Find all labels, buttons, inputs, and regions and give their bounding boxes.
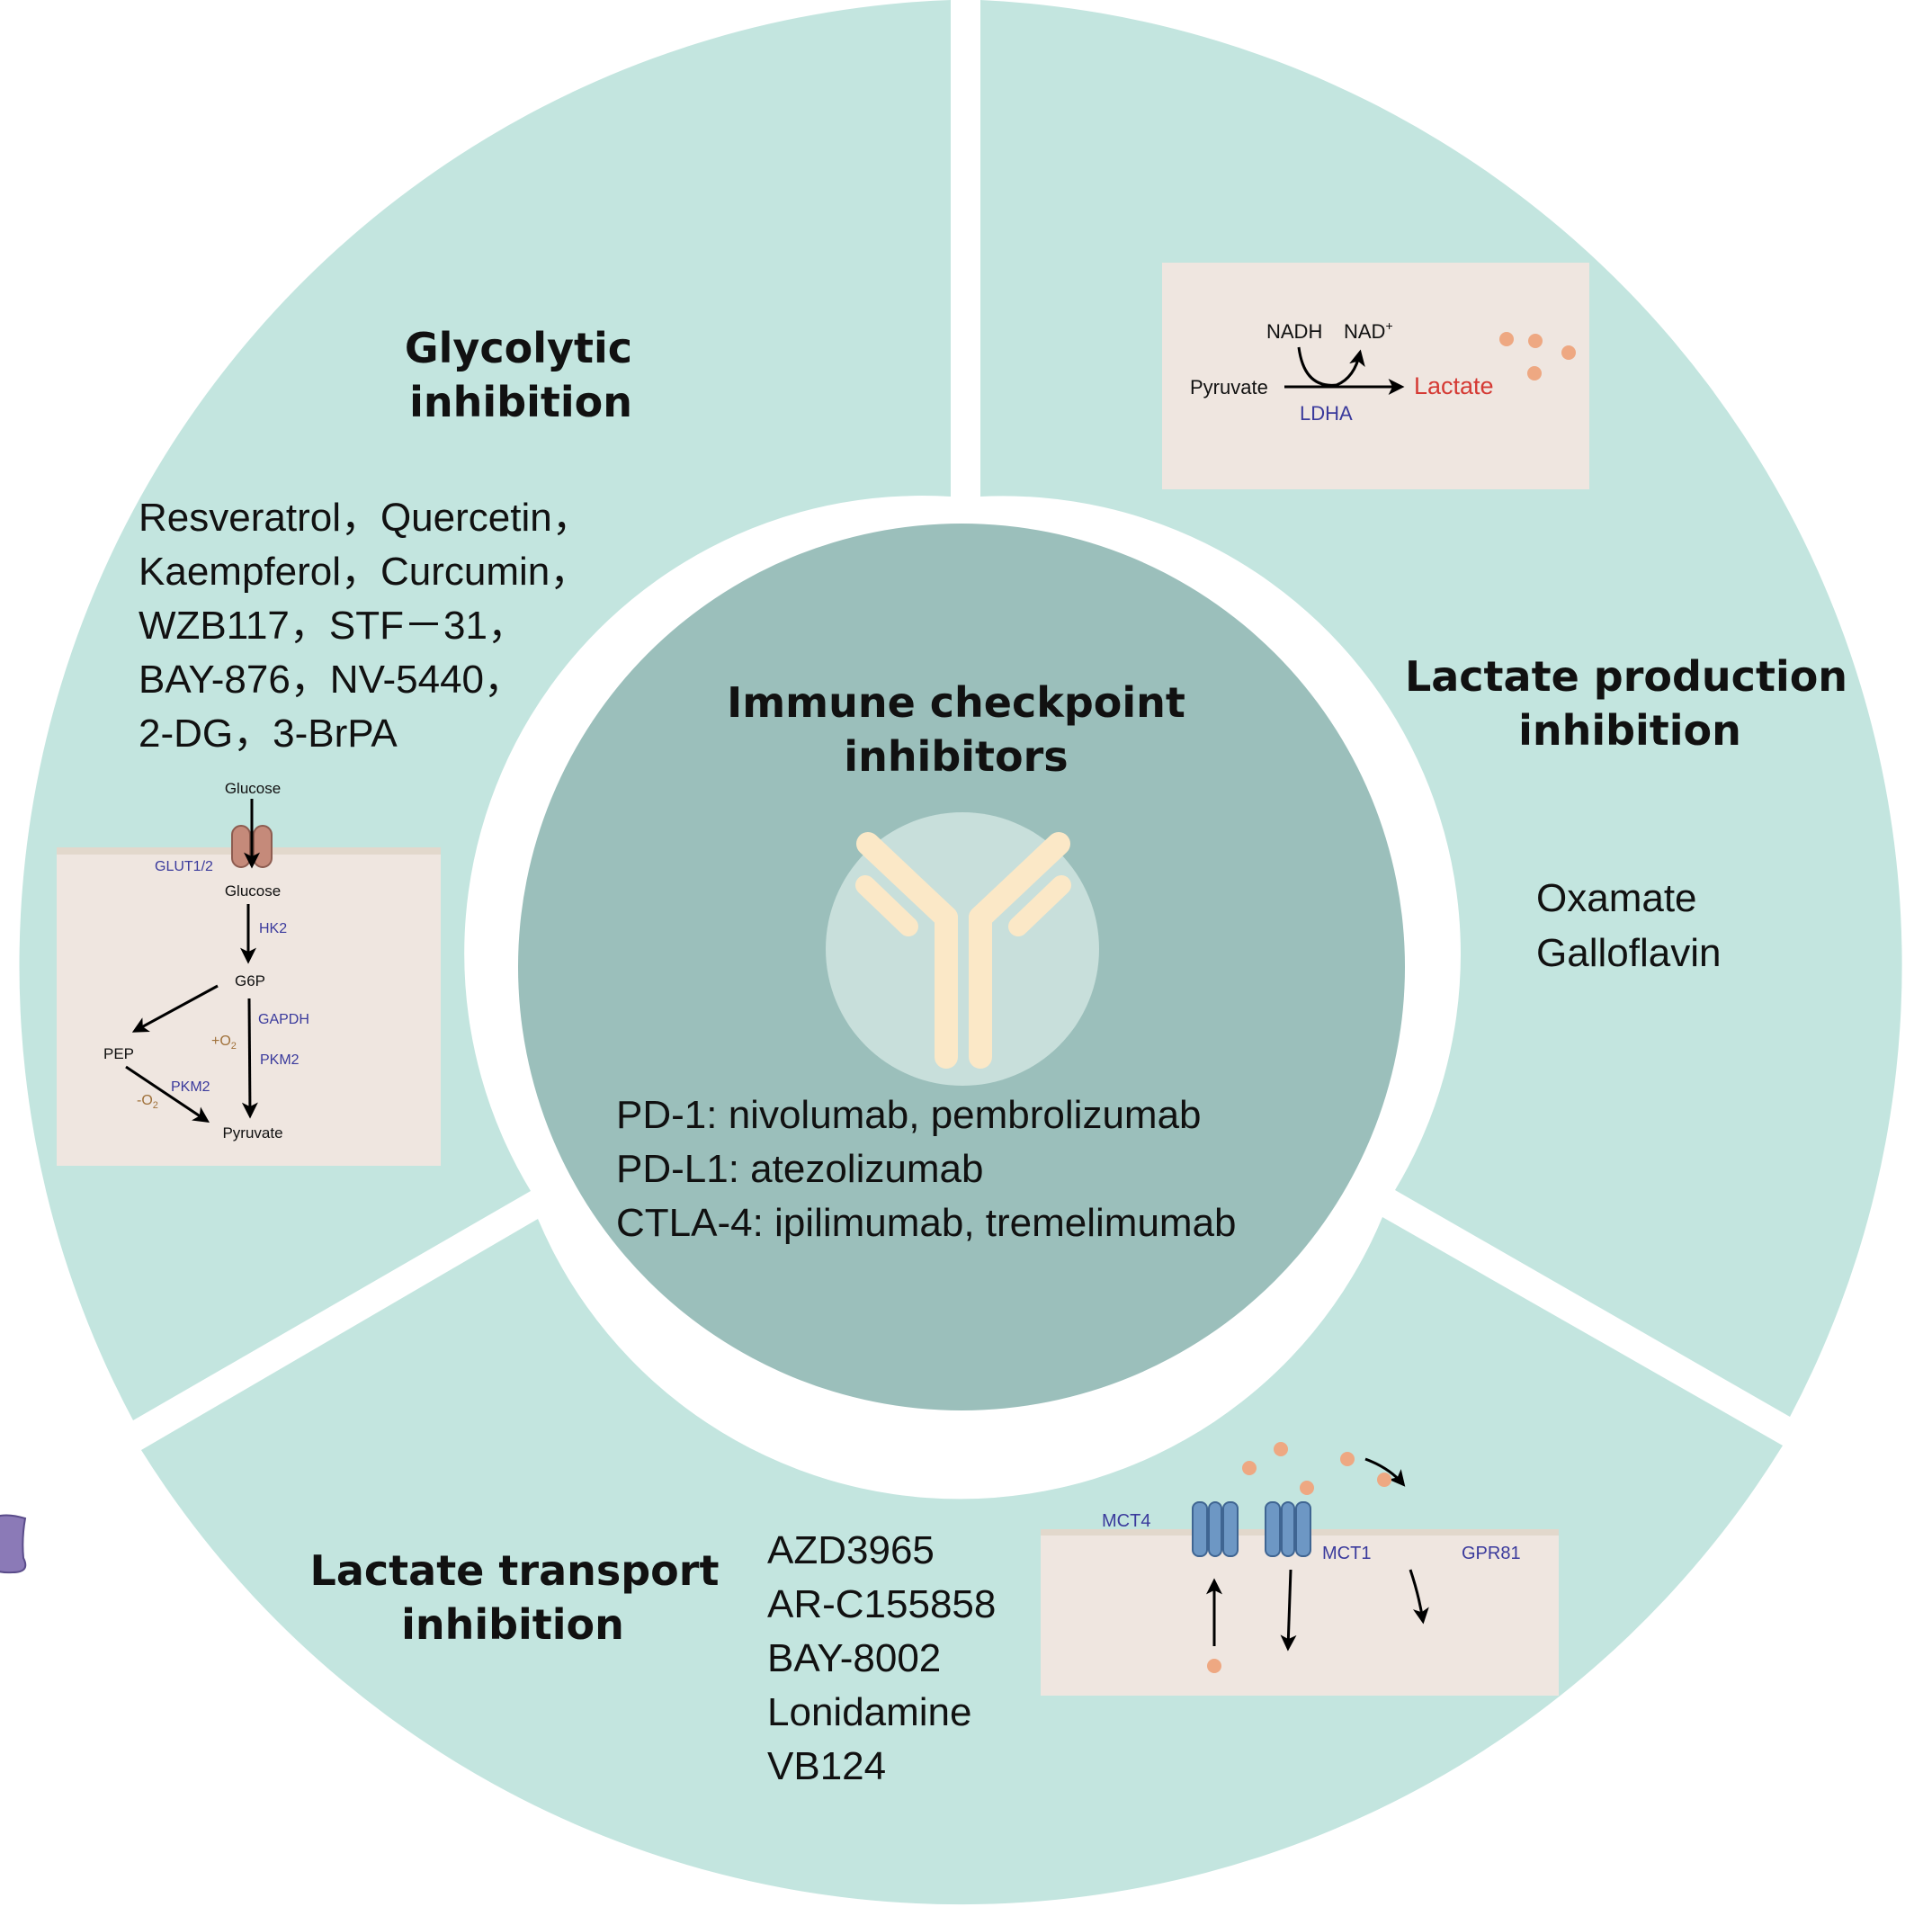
glucose-outside-label: Glucose — [225, 780, 281, 797]
drug-item: AZD3965 — [767, 1528, 935, 1572]
gpr81-receptor-icon — [0, 1514, 27, 1574]
gpr81-label: GPR81 — [1462, 1544, 1521, 1563]
glut-label: GLUT1/2 — [155, 859, 213, 874]
center-title-line1: Immune checkpoint — [727, 678, 1185, 727]
drug-item: AR-C155858 — [767, 1582, 996, 1626]
drug-item: Oxamate — [1536, 876, 1697, 920]
pyruvate-label: Pyruvate — [1190, 376, 1268, 398]
g6p-label: G6P — [235, 972, 265, 989]
production-title-line2: inhibition — [1518, 706, 1741, 755]
pyruvate-label: Pyruvate — [222, 1124, 282, 1142]
o2-subscript: 2 — [231, 1041, 237, 1052]
lactate-molecules — [1207, 1442, 1391, 1673]
drug-item: Lonidamine — [767, 1690, 972, 1734]
minus-o2-text: -O — [137, 1093, 153, 1108]
drug-item: BAY-876，NV-5440， — [139, 658, 523, 702]
mct1-label: MCT1 — [1322, 1544, 1371, 1563]
center-title-line2: inhibitors — [844, 732, 1068, 781]
drug-item: WZB117，STF－31， — [139, 604, 527, 648]
mct1-transporter-icon — [1265, 1501, 1311, 1557]
plus-o2-label: +O2 — [211, 1034, 237, 1052]
ldha-reaction-inset: NADH NAD+ Pyruvate LDHA Lactate — [1162, 263, 1589, 489]
mct4-transporter-icon — [1192, 1501, 1239, 1557]
nad-text: NAD — [1344, 320, 1385, 343]
drug-item: Galloflavin — [1536, 931, 1721, 975]
gapdh-label: GAPDH — [258, 1012, 309, 1027]
drug-item: Resveratrol，Quercetin， — [139, 496, 592, 540]
pep-label: PEP — [103, 1045, 134, 1062]
transport-segment — [141, 1217, 1783, 1905]
center-item: PD-1: nivolumab, pembrolizumab — [616, 1093, 1202, 1137]
nad-label: NAD+ — [1344, 318, 1393, 343]
transport-title-line1: Lactate transport — [310, 1546, 720, 1595]
drug-item: BAY-8002 — [767, 1636, 941, 1680]
production-title-line1: Lactate production — [1405, 652, 1847, 701]
plus-o2-text: +O — [211, 1034, 231, 1049]
hk2-label: HK2 — [259, 921, 287, 936]
transport-title-line2: inhibition — [401, 1600, 624, 1649]
nad-superscript: + — [1385, 318, 1392, 333]
lactate-label: Lactate — [1414, 372, 1494, 399]
pkm2-left-label: PKM2 — [171, 1079, 210, 1095]
center-item: PD-L1: atezolizumab — [616, 1147, 983, 1191]
glucose-inside-label: Glucose — [225, 882, 281, 900]
antibody-icon — [826, 812, 1099, 1086]
mct4-label: MCT4 — [1102, 1511, 1150, 1531]
drug-item: 2-DG，3-BrPA — [139, 712, 398, 756]
center-item: CTLA-4: ipilimumab, tremelimumab — [616, 1201, 1237, 1245]
transport-drug-list: AZD3965 AR-C155858 BAY-8002 Lonidamine V… — [767, 1528, 996, 1788]
ldha-label: LDHA — [1300, 402, 1353, 425]
pkm2-right-label: PKM2 — [260, 1052, 300, 1068]
lactate-molecules — [1499, 332, 1576, 381]
glycolytic-drug-list: Resveratrol，Quercetin， Kaempferol，Curcum… — [139, 496, 592, 756]
o2-subscript: 2 — [153, 1100, 158, 1111]
drug-item: VB124 — [767, 1744, 886, 1788]
drug-item: Kaempferol，Curcumin， — [139, 550, 589, 594]
nadh-label: NADH — [1266, 320, 1322, 343]
lactate-transport-inset: MCT4 MCT1 GPR81 — [0, 1442, 1559, 1696]
glycolysis-pathway-inset: Glucose GLUT1/2 Glucose HK2 G6P GAPDH +O… — [57, 780, 441, 1166]
glycolytic-title-line2: inhibition — [409, 378, 632, 426]
glycolytic-title-line1: Glycolytic — [405, 324, 632, 372]
minus-o2-label: -O2 — [137, 1093, 158, 1111]
